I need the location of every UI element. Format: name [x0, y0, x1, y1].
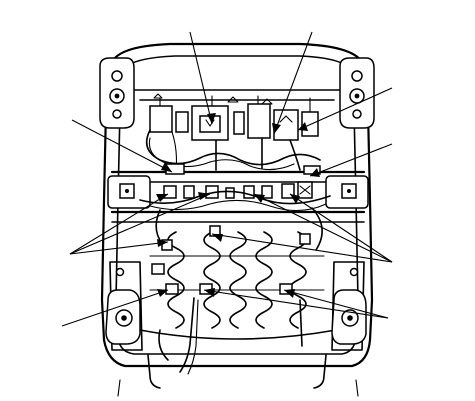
callout-top-left-connector	[189, 31, 213, 125]
callout-right-mid-clip	[309, 143, 393, 177]
callout-right-harness-clips	[211, 193, 393, 263]
right-mid-bracket	[325, 175, 369, 209]
lower-harness	[158, 297, 303, 375]
callout-left-lower-clip	[61, 289, 169, 327]
left-mid-bracket	[107, 175, 151, 209]
seat-frame	[100, 42, 374, 397]
callout-top-right-connector	[273, 31, 313, 135]
leader-lines	[61, 31, 393, 327]
callout-right-lower-clips	[203, 288, 389, 319]
upper-modules	[149, 93, 319, 141]
callout-left-harness-clips	[69, 192, 211, 255]
seat-springs	[149, 225, 325, 329]
callout-right-upper-module	[297, 87, 393, 131]
callout-left-upper-clip	[71, 119, 173, 173]
right-lower-rail	[331, 261, 367, 351]
wiring-harness	[139, 129, 331, 251]
right-upper-bracket	[339, 57, 375, 129]
left-upper-bracket	[99, 57, 135, 129]
left-lower-rail	[105, 261, 143, 351]
